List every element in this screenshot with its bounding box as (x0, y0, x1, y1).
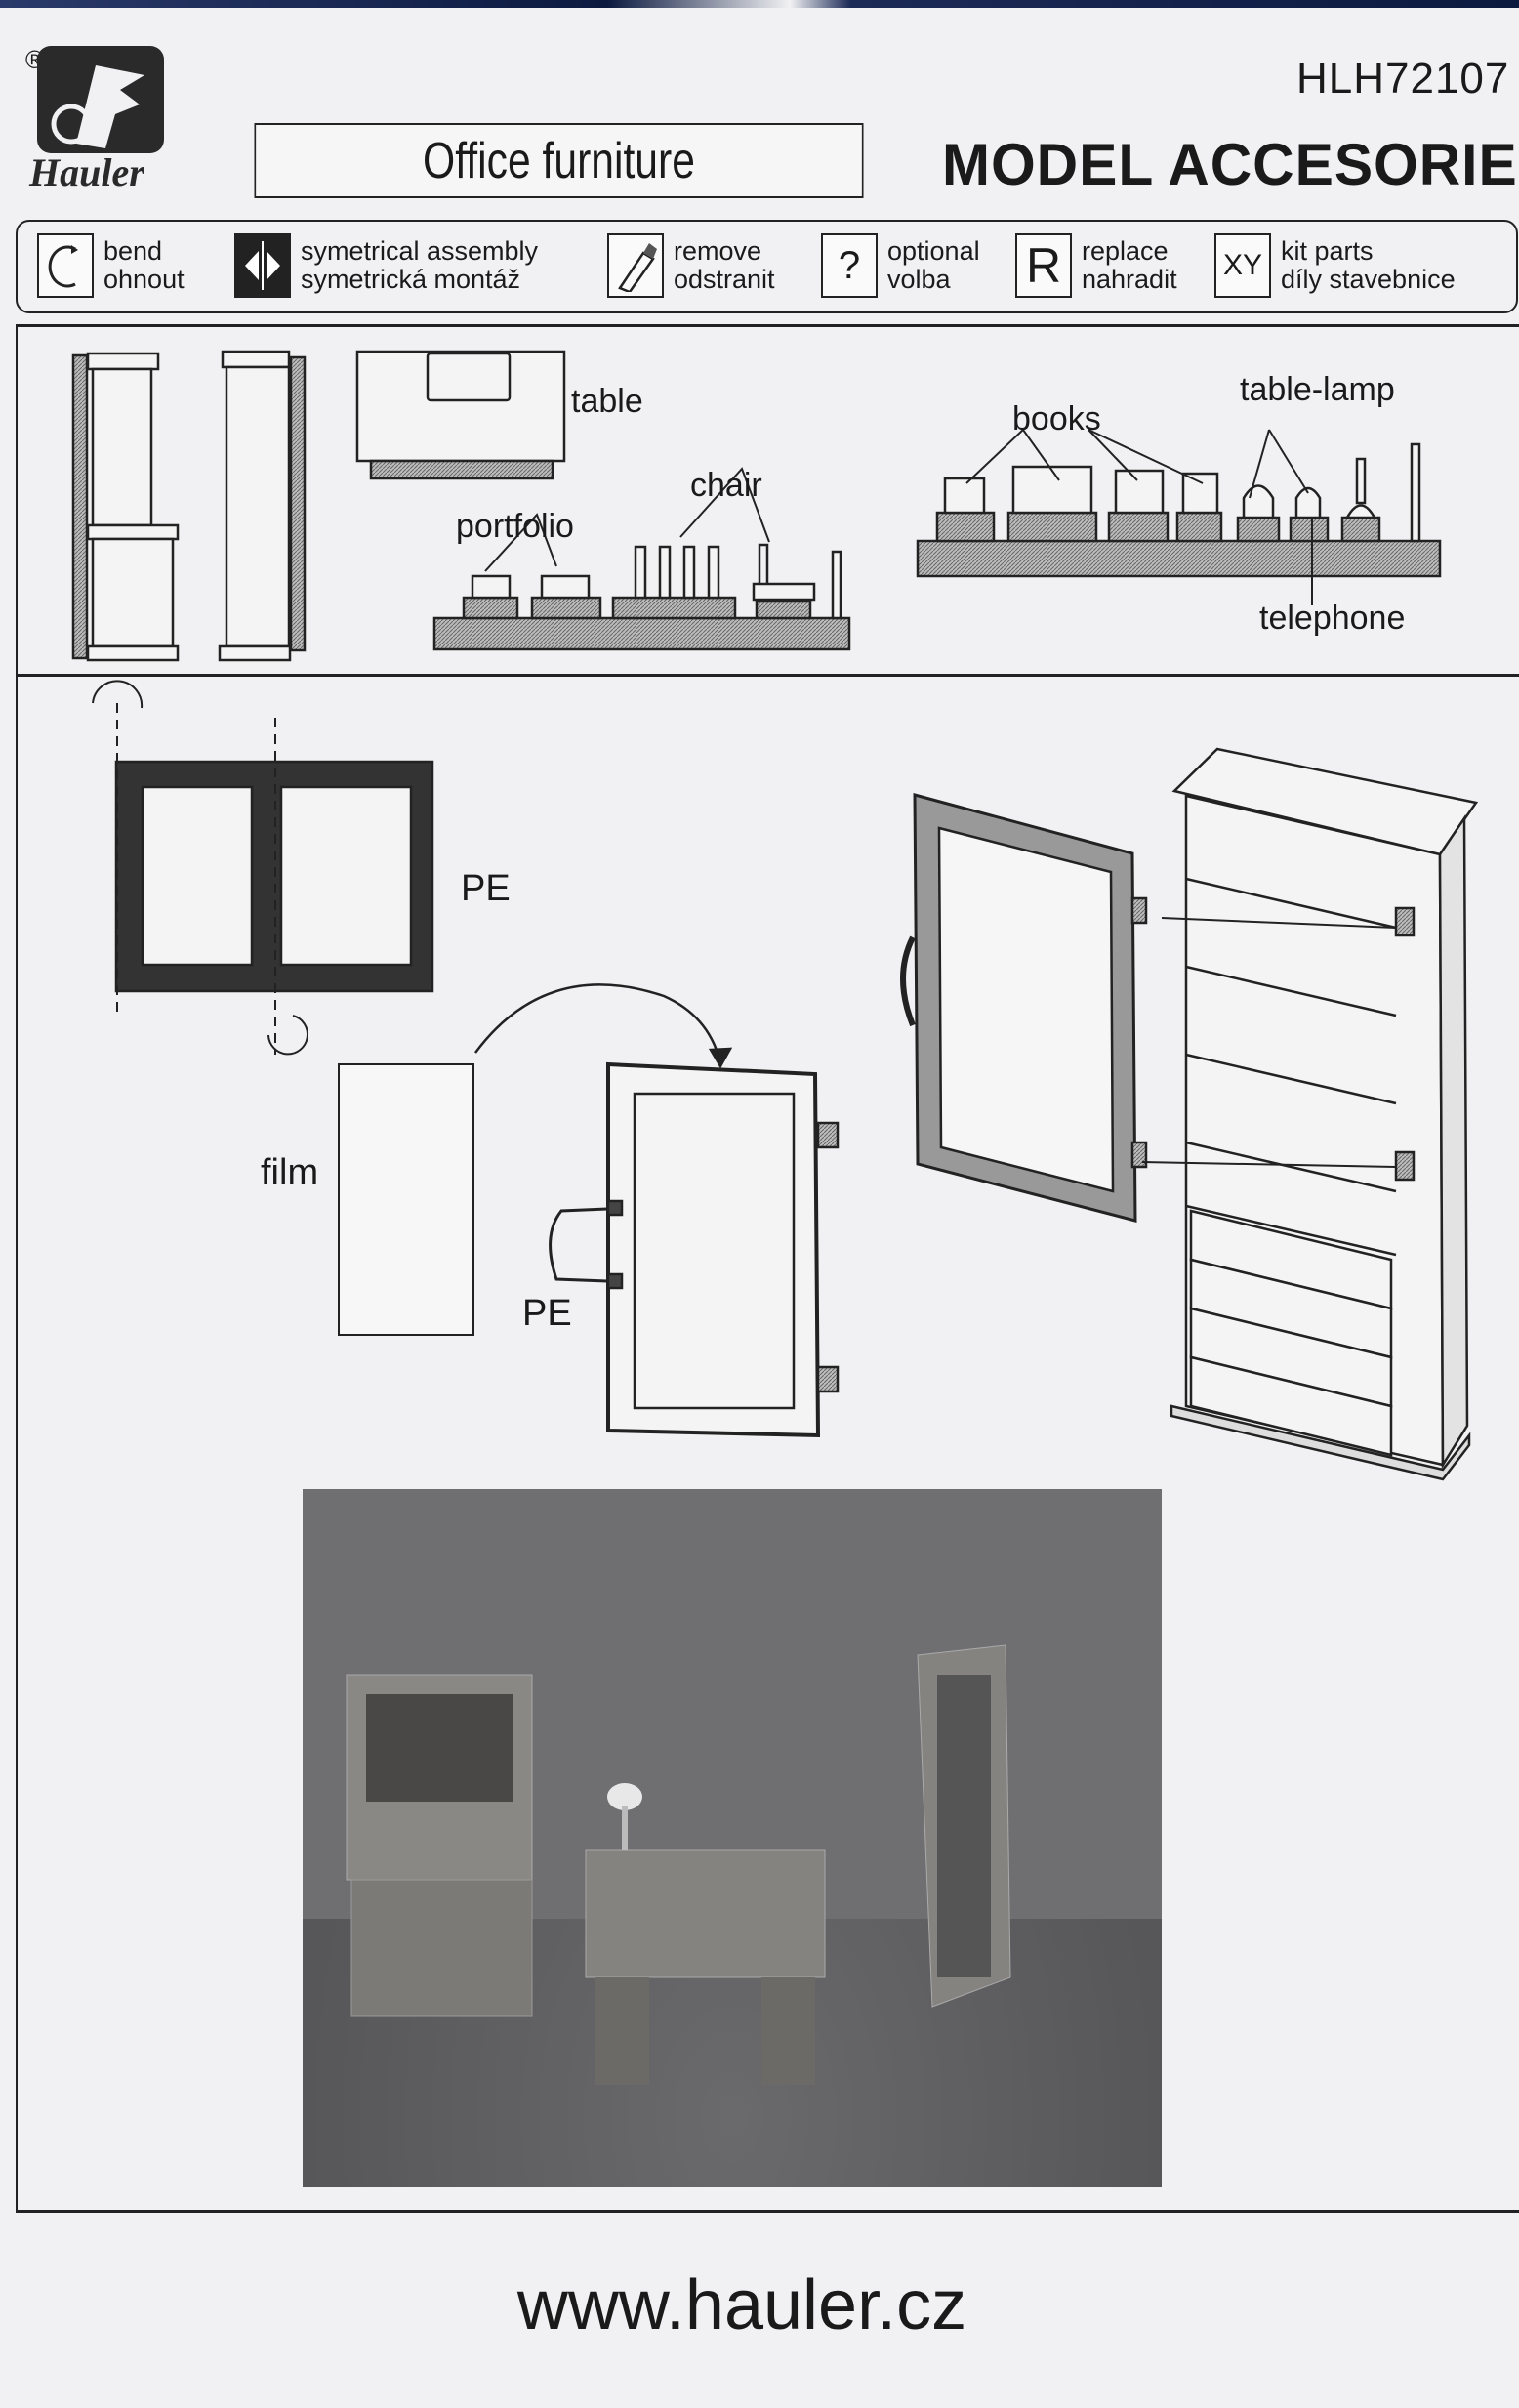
svg-text:Hauler: Hauler (28, 150, 144, 192)
legend-label-en: bend (103, 236, 163, 266)
bookcase-drawing (1141, 747, 1479, 1481)
legend-label-cz: díly stavebnice (1281, 265, 1456, 294)
label-pe-frame: PE (461, 868, 511, 909)
small-parts-sprue-left (432, 467, 851, 651)
legend-label-cz: volba (887, 265, 951, 294)
legend-label-cz: ohnout (103, 265, 185, 294)
label-telephone: telephone (1259, 600, 1406, 637)
film-part (338, 1063, 474, 1336)
optional-icon: ? (821, 233, 878, 298)
replace-icon: R (1015, 233, 1072, 298)
legend-label-en: remove (674, 236, 762, 266)
website-url[interactable]: www.hauler.cz (516, 2266, 967, 2345)
legend-label-en: kit parts (1281, 236, 1374, 266)
parts-overview-section (16, 324, 1519, 675)
placement-arrow (473, 983, 721, 1060)
legend-label-cz: odstranit (674, 265, 775, 294)
finished-model-photo (303, 1489, 1162, 2187)
label-pe-handle: PE (522, 1293, 572, 1334)
legend-label-cz: nahradit (1082, 265, 1177, 294)
cabinet-door-part (71, 352, 180, 662)
pe-frame-part (92, 680, 434, 1056)
label-table: table (571, 383, 643, 420)
legend-label-en: optional (887, 236, 980, 266)
remove-knife-icon (607, 233, 664, 298)
open-door-drawing (900, 793, 1148, 1223)
category-heading: MODEL ACCESORIES (942, 132, 1519, 197)
symmetrical-assembly-icon (234, 233, 291, 298)
legend-label-cz: symetrická montáž (301, 265, 521, 294)
kit-parts-icon: XY (1214, 233, 1271, 298)
label-portfolio: portfolio (456, 508, 574, 545)
hauler-logo: Hauler (28, 46, 164, 192)
label-books: books (1012, 400, 1101, 437)
glazed-door-assembly (549, 1061, 840, 1438)
label-chair: chair (690, 467, 762, 504)
label-table-lamp: table-lamp (1240, 371, 1395, 408)
table-part (355, 350, 566, 480)
legend-label-en: symetrical assembly (301, 236, 539, 266)
assembly-section (16, 674, 1519, 2213)
bookcase-side-part (218, 350, 307, 662)
label-film: film (261, 1152, 319, 1193)
legend-label-en: replace (1082, 236, 1169, 266)
bend-icon (37, 233, 94, 298)
small-parts-sprue-right (916, 428, 1442, 605)
scan-edge (0, 0, 1519, 8)
page-title: Office furniture (254, 123, 864, 198)
product-code: HLH72107 (1296, 55, 1510, 103)
